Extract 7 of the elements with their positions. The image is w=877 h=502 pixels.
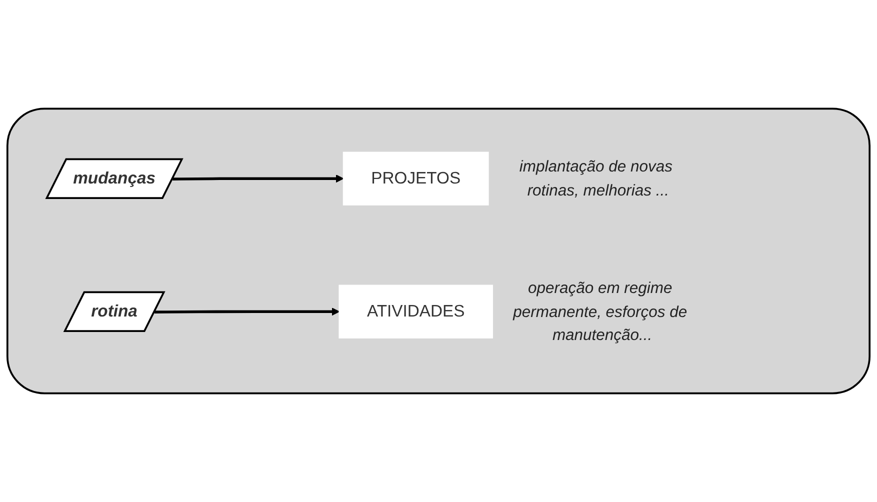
cluster bbox=[6, 108, 871, 394]
node-box: ATIVIDADES bbox=[338, 284, 493, 338]
arrow bbox=[154, 308, 340, 316]
node-label: operação em regime permanente, esforços de manutenção... bbox=[513, 278, 688, 344]
arrow bbox=[172, 174, 344, 183]
node-box: PROJETOS bbox=[342, 152, 489, 206]
node-label: implantação de novas rotinas, melhorias ... bbox=[519, 158, 672, 199]
